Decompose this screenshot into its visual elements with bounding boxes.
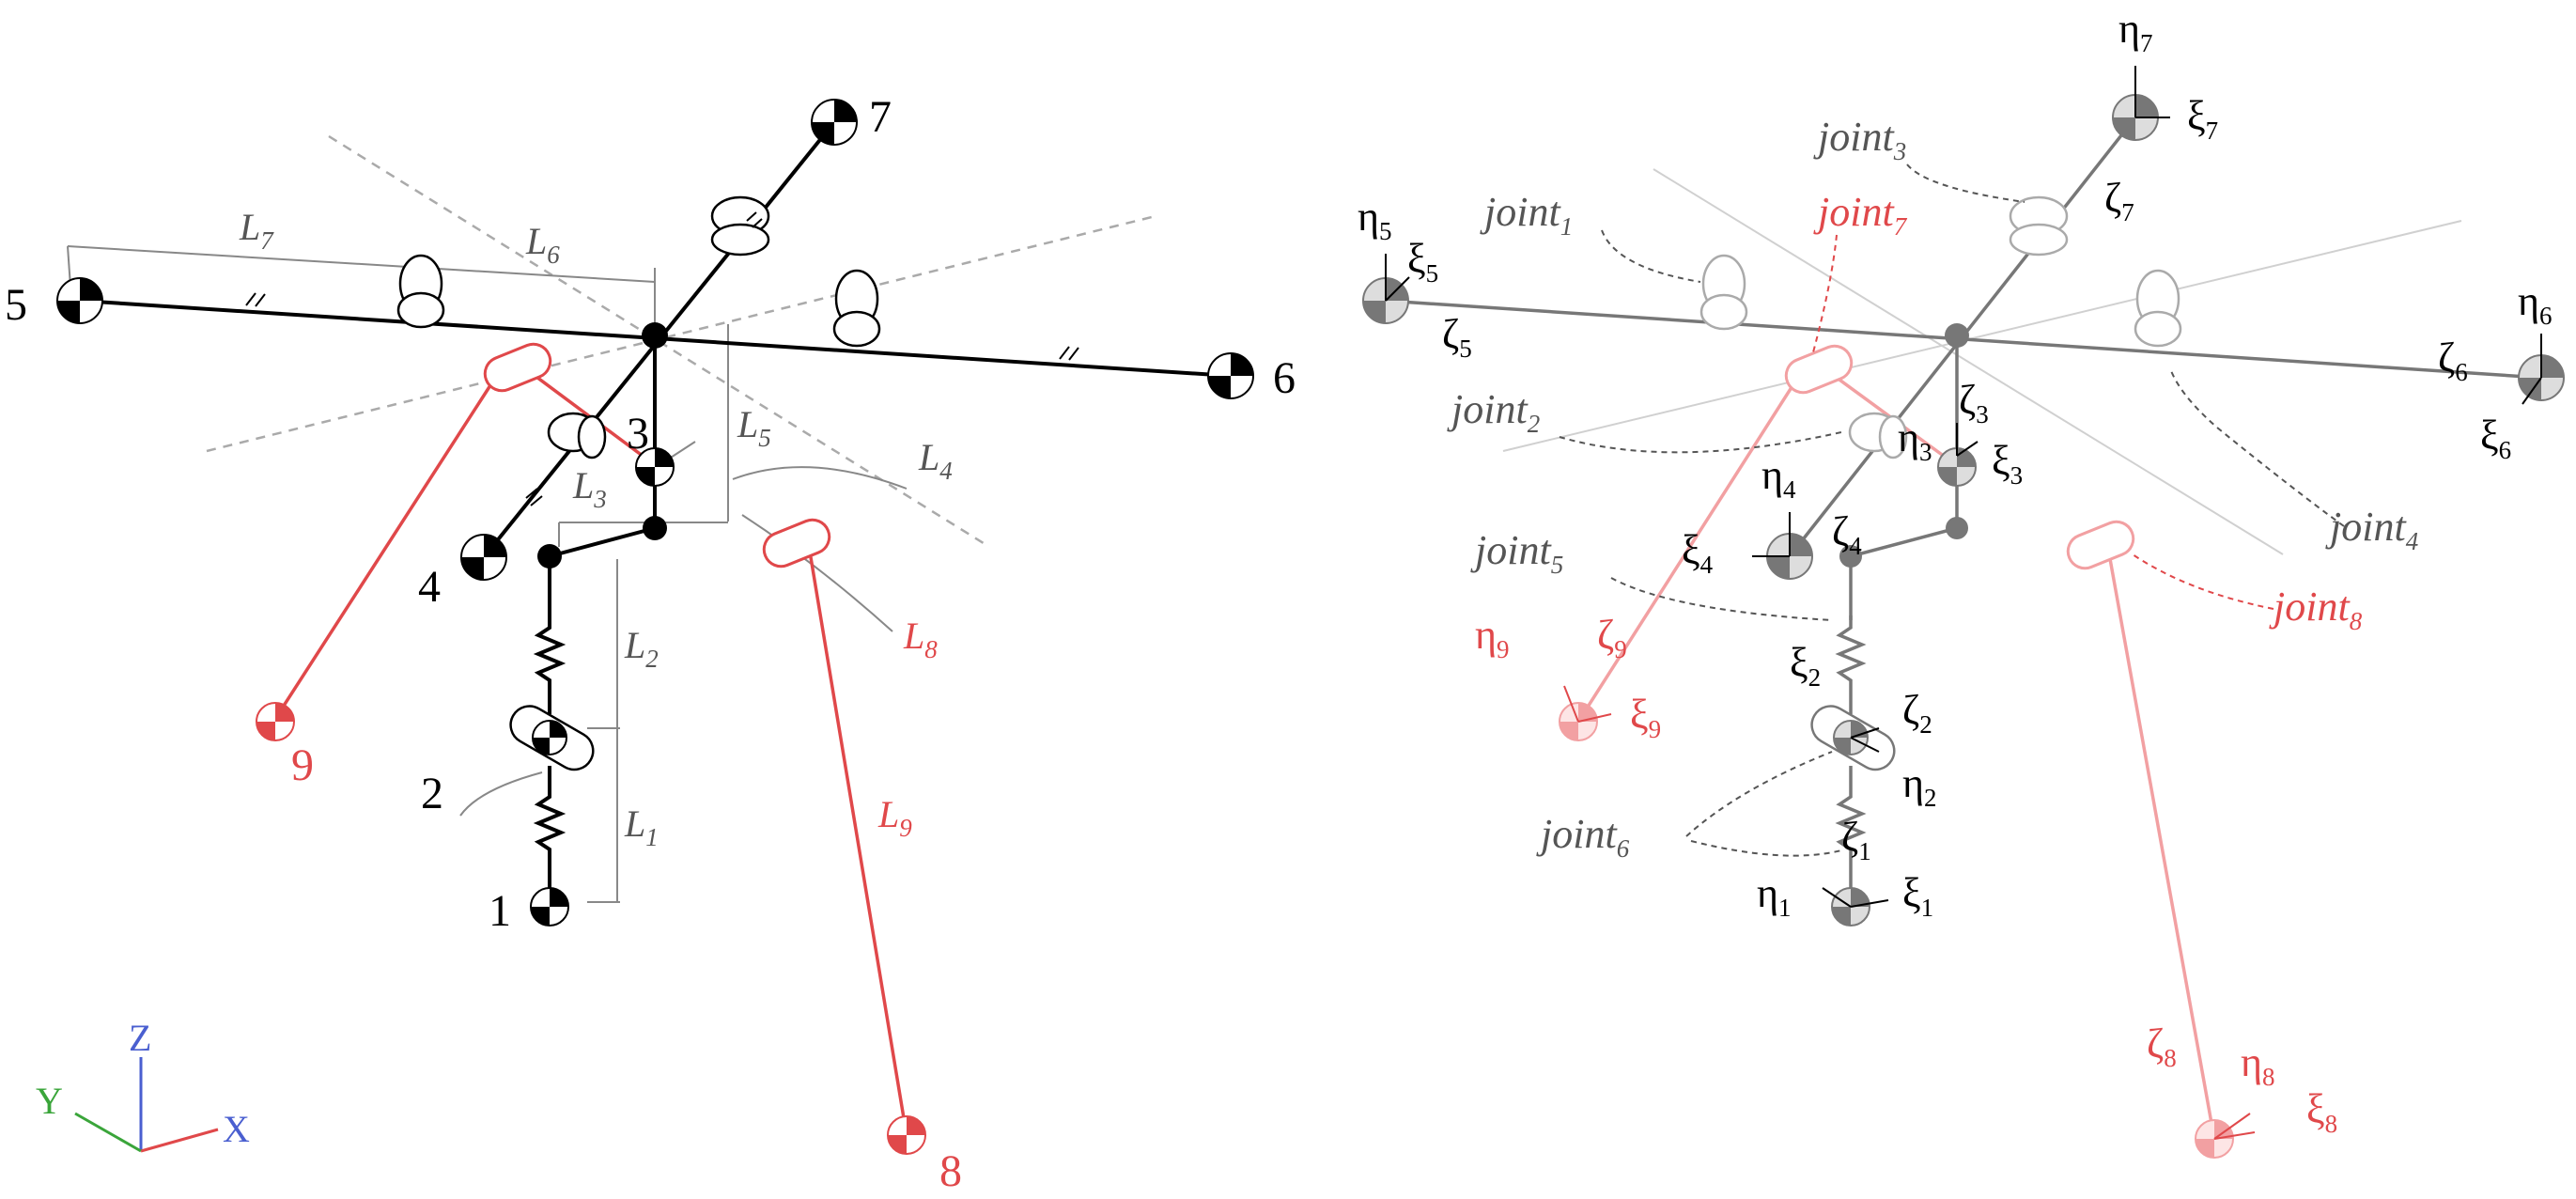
right-spring-upper — [1835, 615, 1867, 714]
frame-label-eta4: η4 — [1761, 452, 1796, 504]
dimension-lines — [67, 245, 908, 903]
dashed-guides — [206, 134, 1156, 547]
joint-label-8: joint8 — [2269, 584, 2363, 635]
centroid-markers-right — [1362, 94, 2565, 1159]
body-number-2: 2 — [421, 769, 443, 818]
frame-label-eta8: η8 — [2241, 1039, 2275, 1091]
frame-label-zeta6: ζ6 — [2438, 335, 2468, 386]
arm-red-9 — [273, 368, 503, 720]
right-diagram: joint1 joint2 joint3 joint4 joint5 joint… — [1358, 6, 2565, 1159]
frame-label-eta5: η5 — [1358, 194, 1392, 245]
frame-label-zeta4: ζ4 — [1832, 508, 1862, 560]
body-number-1: 1 — [489, 886, 511, 936]
right-arm-pink-9 — [1576, 370, 1804, 723]
frame-ticks — [1385, 66, 2542, 908]
body-number-3: 3 — [627, 409, 649, 459]
length-label-l1: L1 — [624, 802, 659, 851]
frame-label-xi9: ξ9 — [1630, 692, 1661, 743]
spring-upper — [533, 620, 566, 714]
axis-triad: Z X Y — [36, 1017, 250, 1153]
frame-label-eta1: η1 — [1757, 870, 1792, 922]
frame-label-xi5: ξ5 — [1407, 236, 1438, 288]
length-label-l8: L8 — [903, 615, 938, 663]
frame-label-xi3: ξ3 — [1992, 438, 2023, 490]
length-label-l3: L3 — [572, 464, 607, 513]
body-number-6: 6 — [1273, 353, 1296, 403]
joint-leaders-red — [1812, 234, 2274, 610]
frame-label-xi4: ξ4 — [1682, 527, 1714, 579]
body-number-9: 9 — [291, 740, 314, 790]
frame-label-zeta9: ζ9 — [1597, 612, 1627, 663]
joint-label-5: joint5 — [1470, 527, 1563, 579]
frame-label-zeta2: ζ2 — [1902, 687, 1932, 739]
length-label-l2: L2 — [624, 624, 659, 673]
centroid-8 — [887, 1115, 926, 1155]
centroid-7 — [811, 99, 858, 146]
right-spring-lower — [1835, 766, 1867, 907]
centroid-1 — [530, 887, 569, 926]
body-number-8: 8 — [939, 1146, 962, 1194]
frame-label-xi8: ξ8 — [2306, 1086, 2337, 1138]
body-number-5: 5 — [5, 280, 27, 330]
frame-label-zeta8: ζ8 — [2147, 1020, 2177, 1072]
frame-label-eta6: η6 — [2518, 278, 2553, 330]
joint-label-7: joint7 — [1813, 189, 1908, 241]
joint-symbols-right — [1699, 195, 2182, 771]
pink-joint-symbols-right — [1784, 344, 2135, 570]
spring-lower — [533, 766, 566, 907]
arm-red-8 — [806, 539, 908, 1136]
frame-label-xi1: ξ1 — [1902, 870, 1933, 922]
faint-guides — [1502, 168, 2462, 555]
frame-label-eta3: η3 — [1898, 414, 1932, 466]
centroid-5 — [56, 277, 103, 324]
length-label-l5: L5 — [737, 403, 771, 452]
frame-label-zeta3: ζ3 — [1959, 377, 1989, 428]
body-number-4: 4 — [418, 562, 441, 612]
frame-label-xi6: ξ6 — [2480, 413, 2511, 464]
frame-origin-2 — [1833, 720, 1869, 755]
gray-dots — [1839, 323, 1969, 568]
joint-label-6: joint6 — [1536, 811, 1630, 863]
joint-label-2: joint2 — [1447, 386, 1540, 438]
frame-label-eta9: η9 — [1475, 612, 1510, 663]
centroid-markers-left — [56, 99, 1254, 1155]
joint-label-1: joint1 — [1480, 189, 1573, 241]
red-joint-symbols-left — [483, 342, 831, 568]
joint-leaders — [1559, 164, 2345, 857]
frame-label-xi2: ξ2 — [1790, 640, 1821, 692]
length-label-l9: L9 — [877, 793, 912, 842]
frame-label-zeta1: ζ1 — [1841, 814, 1871, 865]
length-label-l6: L6 — [525, 220, 560, 269]
right-arm-pink-8 — [2105, 542, 2216, 1140]
equal-ticks — [245, 211, 1079, 506]
axis-label-z: Z — [129, 1017, 151, 1059]
frame-label-zeta5: ζ5 — [1442, 311, 1472, 363]
joint-label-4: joint4 — [2325, 504, 2418, 555]
length-label-l4: L4 — [918, 436, 953, 485]
frame-label-xi7: ξ7 — [2187, 93, 2218, 145]
frame-ticks-red — [1563, 685, 2256, 1140]
frame-label-zeta7: ζ7 — [2104, 175, 2134, 226]
frame-label-eta2: η2 — [1902, 760, 1937, 812]
axis-label-x: X — [223, 1108, 250, 1150]
left-diagram: 1 2 3 4 5 6 7 8 9 L1 L2 L3 L4 L5 L6 L7 L… — [5, 92, 1296, 1196]
centroid-3 — [635, 447, 675, 487]
centroid-2 — [532, 720, 567, 755]
axis-label-y: Y — [36, 1080, 63, 1122]
length-label-l7: L7 — [239, 206, 274, 255]
frame-label-eta7: η7 — [2118, 6, 2153, 57]
body-number-7: 7 — [869, 92, 892, 142]
centroid-6 — [1207, 352, 1254, 399]
centroid-9 — [256, 702, 295, 741]
joint-label-3: joint3 — [1813, 114, 1906, 165]
black-dots — [537, 322, 668, 568]
centroid-4 — [460, 534, 507, 581]
joint-symbols-left — [396, 195, 881, 771]
